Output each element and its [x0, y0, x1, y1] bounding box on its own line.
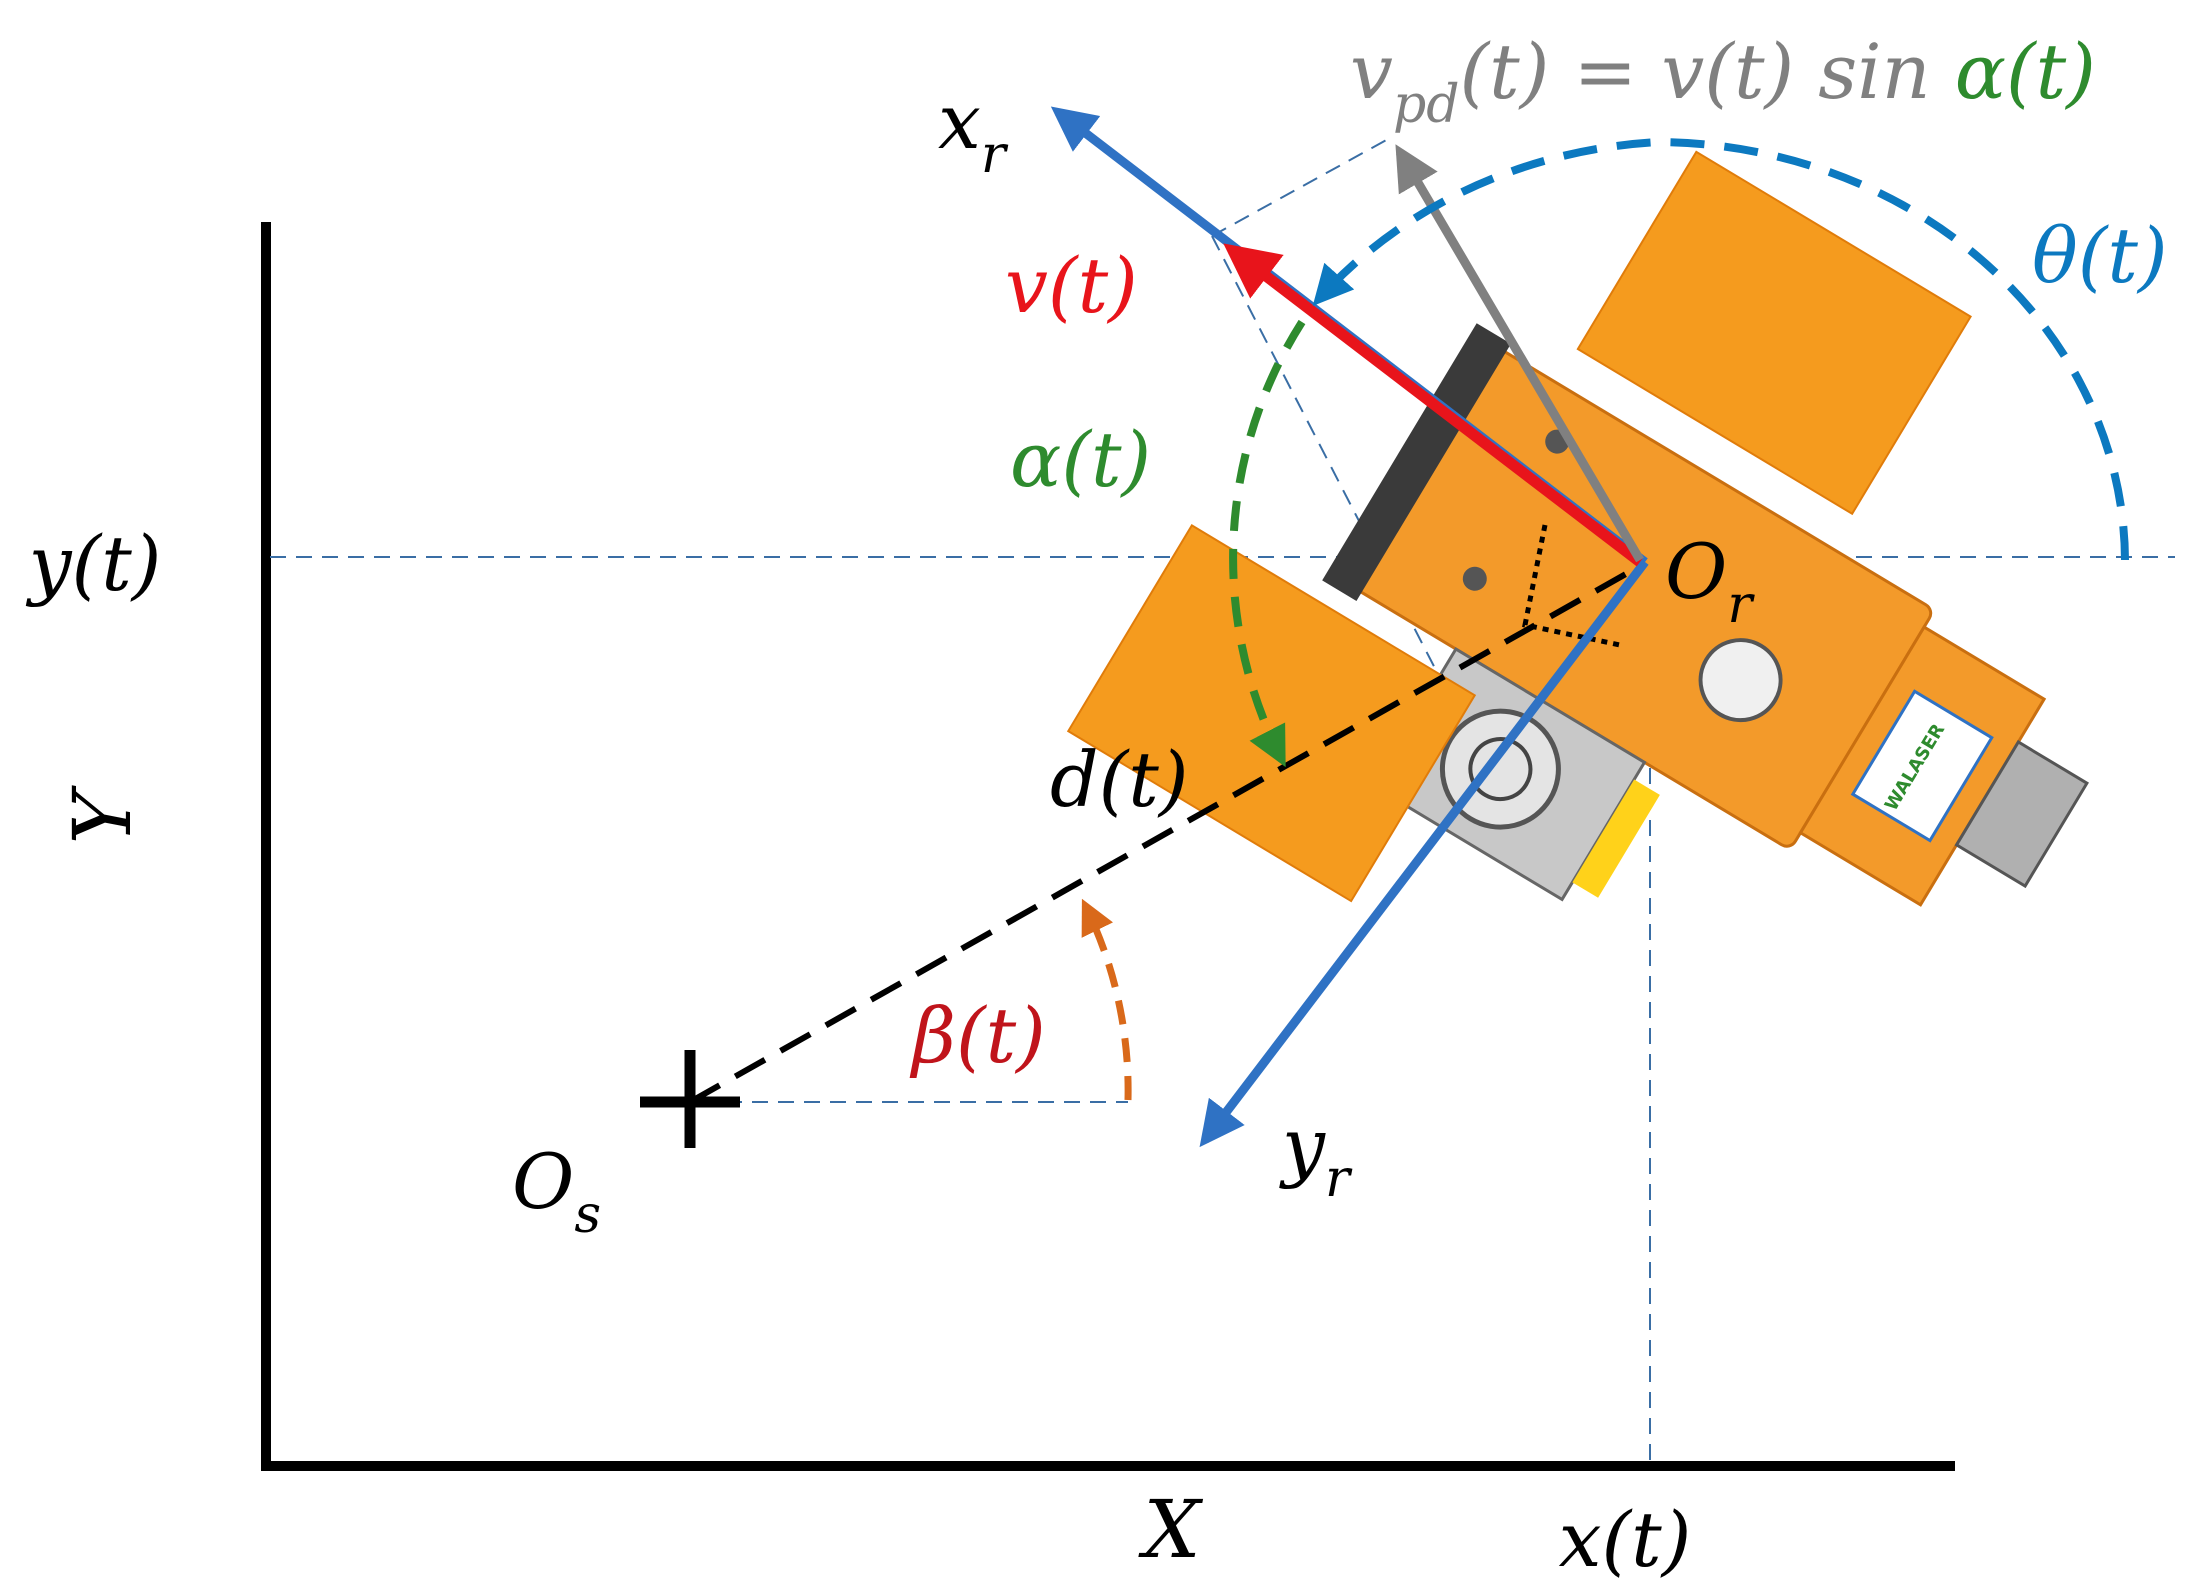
distance-label: d(t) [1050, 735, 1189, 824]
velocity-arrow [1223, 243, 1644, 567]
robot-fan-hub [1468, 737, 1533, 802]
alpha-arc [1229, 319, 1306, 768]
alpha-label: α(t) [1010, 415, 1151, 504]
right-angle-marker [1522, 524, 1621, 648]
vpd-projection-guide [1211, 137, 1391, 237]
x-axis-label: X [1138, 1483, 1204, 1576]
y-axis-label: Y [56, 784, 149, 844]
or-label: Or [1665, 527, 1755, 635]
robot-dot-2 [1462, 566, 1487, 591]
theta-label: θ(t) [2032, 211, 2168, 300]
guide-lines [270, 137, 2175, 1466]
velocity-label: v(t) [1005, 241, 1138, 330]
beta-arc [1081, 898, 1132, 1101]
yr-label: yr [1279, 1101, 1353, 1209]
vpd-arrow [1395, 144, 1644, 563]
theta-arc [1312, 137, 2129, 561]
beta-label: β(t) [909, 991, 1046, 1080]
vpd-equation-label: vpd(t) = v(t) sin α(t) [1350, 27, 2096, 135]
world-axes [261, 222, 1955, 1471]
robot-vent [1698, 638, 1783, 723]
robot-logo-plate [1850, 689, 1994, 843]
robot-top-wheel-left [1322, 323, 1511, 601]
robot-panel-top [1576, 150, 1972, 516]
robot-panel-bottom [1066, 524, 1477, 903]
robot-body: WALASER [1066, 150, 2089, 907]
x-t-label: x(t) [1559, 1495, 1692, 1584]
robot-yellow-strip [1572, 779, 1660, 898]
os-cross-marker [640, 1050, 740, 1148]
v-projection-guide [1211, 235, 1441, 679]
y-t-label: y(t) [26, 519, 162, 608]
os-label: Os [512, 1137, 601, 1245]
yr-axis-arrow [1199, 559, 1649, 1148]
distance-line [688, 563, 1642, 1105]
robot-sensor-box-top [1954, 739, 2089, 889]
xr-label: xr [938, 77, 1009, 185]
